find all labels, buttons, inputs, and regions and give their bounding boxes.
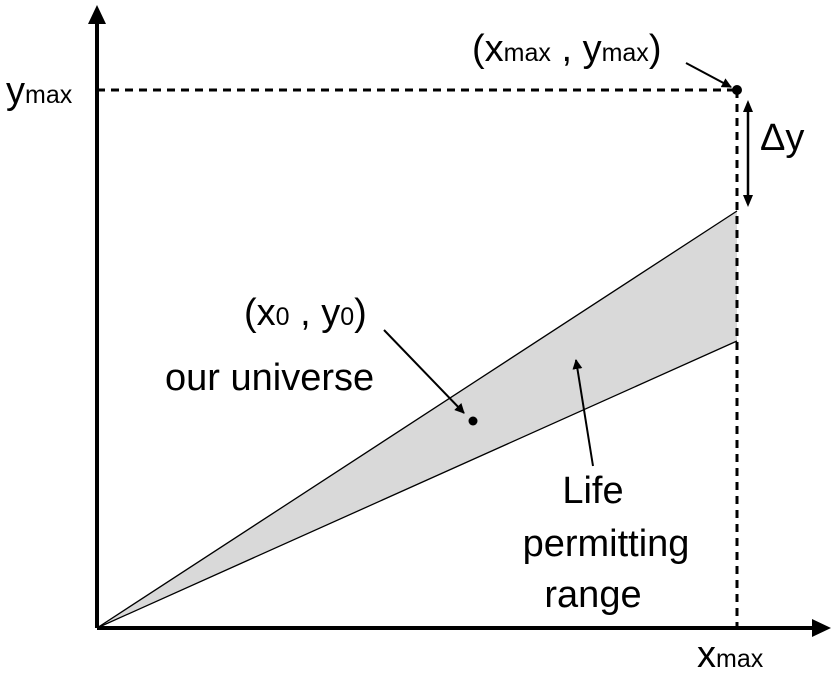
- delta-y-label: Δy: [760, 117, 804, 159]
- universe-point-dot: [468, 416, 478, 426]
- x-axis-arrowhead: [812, 619, 831, 637]
- universe-point-label: (x0 , y0): [244, 292, 367, 334]
- range-caption-line-1: Life: [562, 470, 623, 512]
- max-point-dot: [732, 85, 742, 95]
- lower-boundary-line: [96, 340, 738, 629]
- universe-pointer-arrow: [383, 329, 465, 414]
- max-point-label: (xmax , ymax): [472, 28, 661, 70]
- range-caption-line-2: permitting: [523, 523, 690, 565]
- universe-caption: our universe: [165, 357, 374, 399]
- y-axis-arrowhead: [88, 5, 106, 24]
- range-caption-line-3: range: [544, 574, 641, 616]
- delta-y-arrowhead-top: [743, 100, 753, 112]
- delta-y-arrowhead-bottom: [743, 195, 753, 207]
- upper-boundary-line: [96, 210, 738, 629]
- range-pointer-arrow: [572, 359, 594, 467]
- y-max-label: ymax: [6, 70, 73, 112]
- x-max-label: xmax: [697, 634, 764, 676]
- max-point-pointer-arrow: [685, 62, 732, 88]
